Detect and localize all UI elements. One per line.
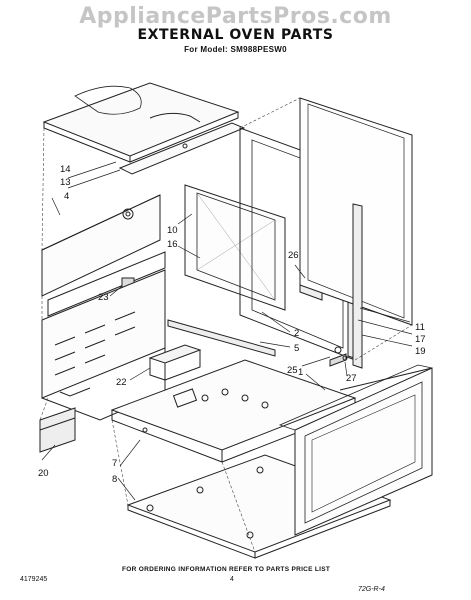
callout-27: 27	[346, 373, 357, 384]
callout-23: 23	[98, 292, 109, 303]
callout-16: 16	[167, 239, 178, 250]
callout-17: 17	[415, 334, 426, 345]
upper-rear-panel	[41, 194, 161, 297]
callout-8: 8	[112, 474, 117, 485]
page-title: EXTERNAL OVEN PARTS	[137, 27, 334, 43]
callout-7: 7	[112, 458, 117, 469]
callout-10: 10	[167, 225, 178, 236]
callout-13: 13	[60, 177, 71, 188]
callout-14: 14	[60, 164, 71, 175]
callout-11: 11	[415, 322, 425, 333]
watermark-logo: AppliancePartsPros.com	[79, 4, 392, 29]
callout-25: 25	[287, 365, 298, 376]
page-number: 4	[230, 576, 234, 583]
front-trim-strip	[118, 122, 246, 175]
callout-20: 20	[38, 468, 49, 479]
door-screw-hardware	[329, 346, 348, 367]
model-subtitle: For Model: SM988PESW0	[184, 45, 287, 54]
ordering-note: FOR ORDERING INFORMATION REFER TO PARTS …	[122, 566, 331, 573]
callout-labels: 14 13 4 10 16 23 26 2 5 25 27 11 17 19 1…	[38, 164, 426, 485]
top-cover-panel	[42, 82, 240, 163]
callout-4: 4	[64, 191, 69, 202]
oven-cavity-panel	[184, 184, 286, 311]
outer-oven-door	[278, 364, 433, 536]
callout-26: 26	[288, 250, 299, 261]
callout-5: 5	[294, 343, 299, 354]
callout-2: 2	[294, 328, 299, 339]
lower-rail	[167, 319, 276, 357]
callout-1: 1	[298, 367, 303, 378]
side-bracket	[39, 407, 76, 453]
drawing-code: 72G-R-4	[358, 586, 385, 593]
document-number: 4179245	[20, 576, 48, 583]
leader-lines	[41, 161, 413, 501]
explode-guide-lines	[39, 97, 413, 553]
callout-22: 22	[116, 377, 127, 388]
wiring-box	[148, 344, 202, 381]
callout-19: 19	[415, 346, 426, 357]
side-trim	[352, 203, 363, 369]
